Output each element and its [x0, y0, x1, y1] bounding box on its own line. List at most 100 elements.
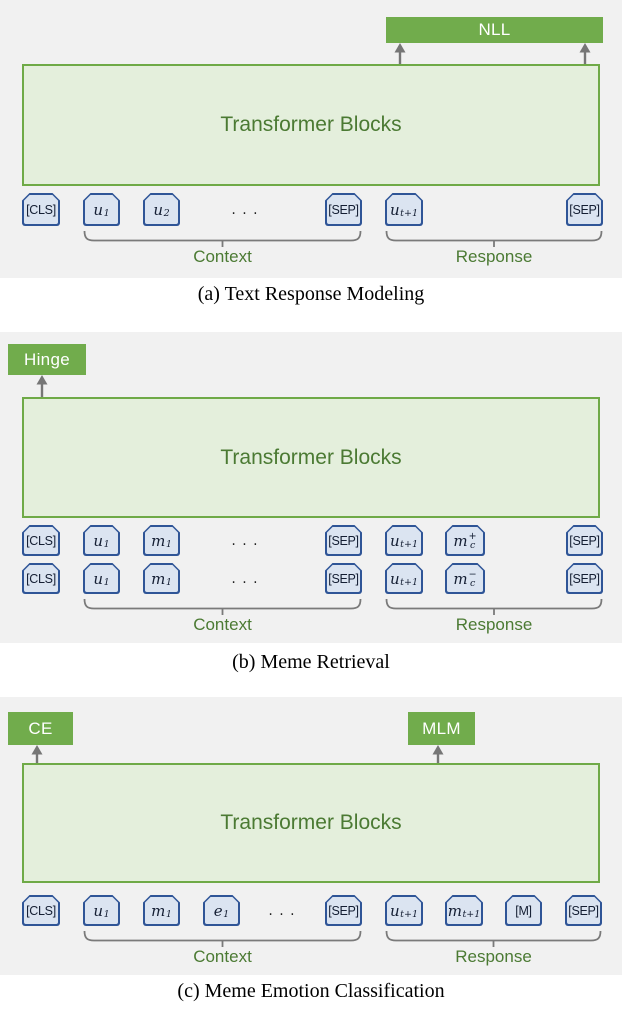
token-m-c-minus: m−c — [445, 563, 485, 594]
loss-box-ce: CE — [8, 712, 73, 745]
panel-caption: (b) Meme Retrieval — [232, 651, 390, 673]
transformer-blocks-box: Transformer Blocks — [22, 763, 600, 883]
transformer-blocks-box: Transformer Blocks — [22, 64, 600, 186]
token-symbol: u — [390, 200, 400, 219]
group-brace-context — [83, 930, 362, 948]
token-fill — [327, 897, 360, 924]
token-label: m+c — [445, 525, 485, 556]
token-fill — [24, 565, 58, 592]
token-sup-sub: −c — [468, 569, 477, 589]
token-subscript: t+1 — [400, 909, 418, 920]
group-brace-context — [83, 598, 362, 616]
token-fill — [24, 195, 58, 224]
up-arrow-icon — [35, 375, 49, 397]
token-label: [SEP] — [566, 525, 603, 556]
token-fill — [568, 195, 601, 224]
token-cls: [CLS] — [22, 895, 60, 926]
token-symbol: m — [151, 569, 166, 588]
token-symbol: m — [151, 901, 166, 920]
token-sep: [SEP] — [325, 563, 362, 594]
token-symbol: m — [453, 531, 468, 550]
token-label: [CLS] — [22, 193, 60, 226]
token-fill — [447, 897, 481, 924]
transformer-blocks-label: Transformer Blocks — [220, 811, 402, 834]
token-fill — [85, 527, 118, 554]
token-fill — [85, 897, 118, 924]
token-fill — [567, 897, 600, 924]
token-subscript: 1 — [165, 577, 172, 588]
token-label: [SEP] — [566, 193, 603, 226]
group-label-context: Context — [193, 247, 252, 266]
token-text: [SEP] — [328, 903, 359, 918]
token-symbol: u — [153, 200, 164, 219]
token-symbol: u — [390, 569, 400, 588]
token-subscript: 1 — [103, 577, 110, 588]
group-label-response: Response — [455, 247, 533, 266]
token-text: [SEP] — [569, 571, 600, 586]
token-symbol: e — [213, 901, 223, 920]
token-label: m−c — [445, 563, 485, 594]
group-brace-context — [83, 230, 362, 248]
token-fill — [387, 195, 421, 224]
token-fill — [145, 897, 178, 924]
token-subscript: c — [469, 577, 476, 589]
token-subscript: 1 — [103, 909, 110, 920]
group-brace-response — [385, 598, 603, 616]
token-fill — [507, 897, 540, 924]
up-arrow-icon — [393, 43, 407, 64]
loss-box-label: CE — [28, 718, 53, 738]
ellipsis-dots: . . . — [231, 570, 259, 587]
token-subscript: 1 — [165, 539, 172, 550]
token-subscript: t+1 — [400, 208, 418, 219]
token-sep: [SEP] — [325, 525, 362, 556]
token-label: [SEP] — [325, 193, 362, 226]
token-label: [CLS] — [22, 895, 60, 926]
group-brace-response — [385, 930, 602, 948]
token-subscript: 1 — [103, 208, 110, 219]
token-fill — [327, 195, 360, 224]
loss-box-label: NLL — [478, 20, 511, 39]
token-subscript: 1 — [223, 909, 230, 920]
token-fill — [24, 897, 58, 924]
token-sep: [SEP] — [325, 193, 362, 226]
token-symbol: m — [447, 901, 462, 920]
group-label-context: Context — [193, 615, 252, 634]
token-label: [SEP] — [566, 563, 603, 594]
token-sep: [SEP] — [565, 895, 602, 926]
token-superscript: − — [468, 569, 477, 580]
token-fill — [387, 897, 421, 924]
token-sep: [SEP] — [566, 193, 603, 226]
ellipsis-dots: . . . — [231, 532, 259, 549]
token-fill — [327, 565, 360, 592]
token-fill — [387, 527, 421, 554]
token-text: [CLS] — [26, 533, 56, 548]
token-m-c-plus: m+c — [445, 525, 485, 556]
group-label-response: Response — [455, 615, 533, 634]
token-symbol: u — [93, 569, 104, 588]
token-mask: [M] — [505, 895, 542, 926]
token-fill — [447, 565, 483, 592]
token-fill — [447, 527, 483, 554]
token-subscript: t+1 — [400, 577, 418, 588]
